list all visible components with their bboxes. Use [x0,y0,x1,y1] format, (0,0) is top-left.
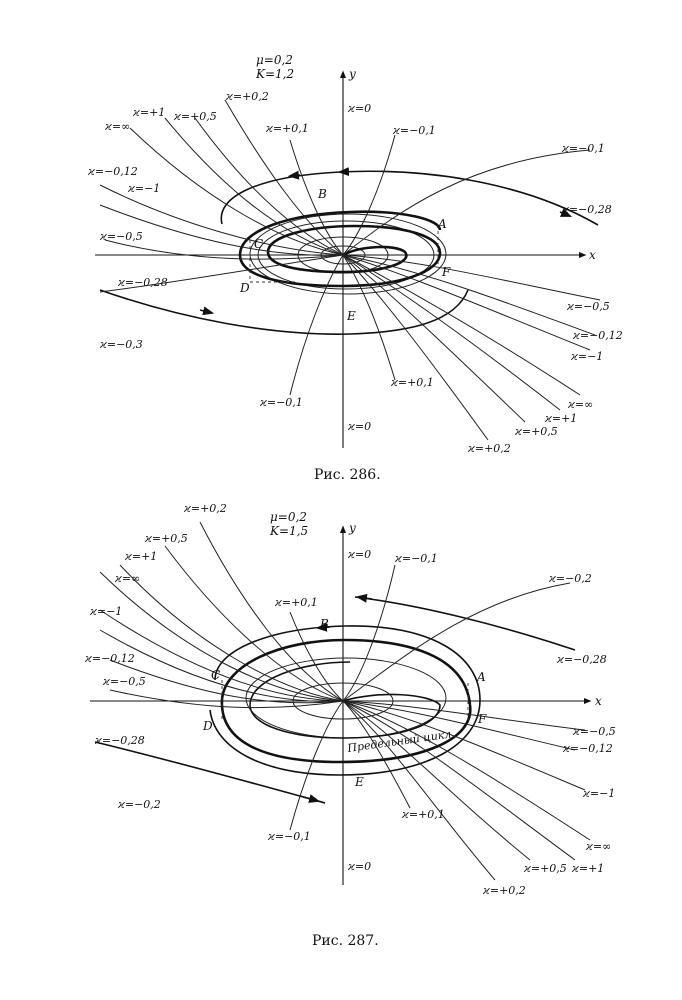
fig2-point-a: A [476,670,486,684]
fig2-y-label: y [348,521,356,535]
fig2-x-label: x [595,694,602,708]
fig1-point-b: B [317,187,327,201]
fig2-label: ϰ=−0,5 [572,725,616,738]
fig1-label: ϰ=−1 [570,350,603,363]
fig2-outer-orbit [209,625,481,776]
fig1-label: ϰ=+0,1 [390,376,434,389]
fig1-spiral-outer [238,210,442,288]
fig2-traj-left [94,741,326,804]
fig1-integral-curves [99,99,601,441]
fig1-label: ϰ=−0,12 [572,329,623,342]
fig2-label: ϰ=−0,12 [562,742,613,755]
fig2-point-b: B [319,617,329,631]
fig2-label: ϰ=+0,1 [274,596,318,609]
fig1-param-k: K=1,2 [255,67,294,81]
fig1-label: ϰ=−0,1 [392,124,436,137]
fig1-point-c: C [254,237,263,251]
fig1-caption: Рис. 286. [314,467,381,483]
fig2-label: ϰ=−0,1 [394,552,438,565]
fig2-label: ϰ=+0,5 [523,862,567,875]
fig1-label: ϰ=−1 [127,182,160,195]
fig2-label: ϰ=−0,1 [267,830,311,843]
fig1-point-f: F [441,265,451,279]
fig1-dash-c [249,240,298,283]
fig2-integral-curves [99,521,591,881]
fig2-label: ϰ=+1 [571,862,604,875]
figure-287: x y μ=0,2 K=1,5 [84,502,616,949]
fig1-label: ϰ=+0,2 [225,90,269,103]
fig1-point-a: A [437,217,447,231]
fig1-label: ϰ=0 [347,102,371,115]
fig1-label: ϰ=−0,1 [561,142,605,155]
fig1-label: ϰ=−0,1 [259,396,303,409]
fig1-label: ϰ=+1 [544,412,577,425]
figure-286: x y μ=0,2 K=1,2 [87,53,623,483]
fig1-orbit-bottom [99,289,469,335]
fig2-label: ϰ=+1 [124,550,157,563]
fig2-label: ϰ=−0,5 [102,675,146,688]
fig2-label: ϰ=+0,2 [482,884,526,897]
fig2-label: ϰ=+0,2 [183,502,227,515]
fig1-label: ϰ=0 [347,420,371,433]
fig2-traj-right [354,596,576,651]
fig2-label: ϰ=+0,1 [401,808,445,821]
fig2-label: ϰ=−0,2 [548,572,592,585]
fig1-curve-labels: ϰ=0 ϰ=0 ϰ=+0,2 ϰ=+0,5 ϰ=+1 ϰ=∞ ϰ=+0,1 ϰ=… [87,90,623,455]
fig1-label: ϰ=−0,28 [117,276,168,289]
fig1-label: ϰ=∞ [567,398,593,411]
fig2-point-c: C [211,668,220,682]
fig2-ellipses [245,657,447,739]
fig1-param-mu: μ=0,2 [256,53,293,67]
fig1-point-d: D [239,281,250,295]
fig2-label: ϰ=−1 [89,605,122,618]
fig2-point-e: E [354,775,364,789]
fig1-label: ϰ=+0,2 [467,442,511,455]
fig2-caption: Рис. 287. [312,933,379,949]
fig1-label: ϰ=+0,5 [514,425,558,438]
fig2-point-d: D [202,719,213,733]
fig1-label: ϰ=−0,5 [566,300,610,313]
fig1-label: ϰ=+1 [132,106,165,119]
fig2-curve-labels: ϰ=0 ϰ=0 ϰ=+0,2 ϰ=+0,5 ϰ=+1 ϰ=∞ ϰ=−1 ϰ=−0… [84,502,616,897]
fig1-label: ϰ=−0,3 [99,338,143,351]
fig1-label: ϰ=−0,12 [87,165,138,178]
fig2-label: ϰ=0 [347,860,371,873]
fig1-label: ϰ=−0,5 [99,230,143,243]
fig1-point-e: E [346,309,356,323]
fig2-point-f: F [477,712,487,726]
fig1-y-label: y [348,67,356,81]
fig1-spiral-inner [266,224,442,288]
fig2-label: ϰ=−0,28 [94,734,145,747]
fig2-inner-orbit [249,661,441,739]
fig2-label: ϰ=+0,5 [144,532,188,545]
fig2-label: ϰ=−0,2 [117,798,161,811]
fig2-label: ϰ=∞ [114,572,140,585]
fig1-label: ϰ=+0,5 [173,110,217,123]
fig2-param-k: K=1,5 [269,524,308,538]
fig2-label: ϰ=−1 [582,787,615,800]
fig2-label: ϰ=−0,12 [84,652,135,665]
fig1-x-label: x [589,248,596,262]
fig2-param-mu: μ=0,2 [270,510,307,524]
fig2-label: ϰ=0 [347,548,371,561]
fig1-label: ϰ=∞ [104,120,130,133]
fig1-label: ϰ=−0,28 [561,203,612,216]
fig2-label: ϰ=∞ [585,840,611,853]
fig1-orbit-top [220,167,599,226]
fig2-label: ϰ=−0,28 [556,653,607,666]
fig1-label: ϰ=+0,1 [265,122,309,135]
